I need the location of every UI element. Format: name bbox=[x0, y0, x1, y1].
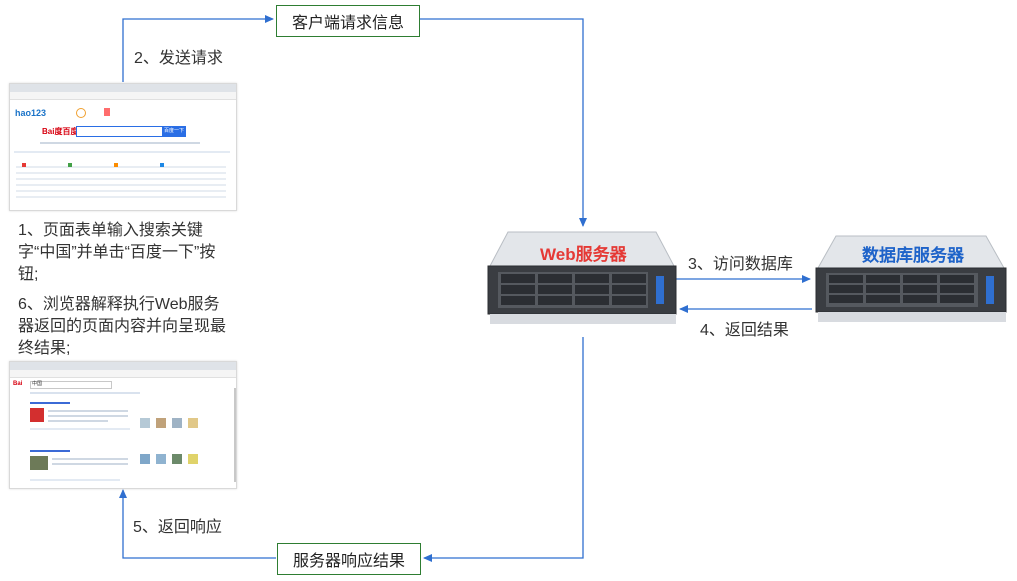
step-return-result: 4、返回结果 bbox=[700, 322, 789, 339]
site-links-grid bbox=[16, 162, 226, 202]
database-server: 数据库服务器 bbox=[812, 232, 1008, 336]
result-image-thumb bbox=[30, 456, 48, 470]
result-query: 中国 bbox=[32, 381, 43, 387]
side-thumb bbox=[140, 418, 150, 428]
baidu-logo-small: Bai bbox=[13, 381, 23, 387]
client-request-label: 客户端请求信息 bbox=[291, 15, 404, 32]
server-response-box: 服务器响应结果 bbox=[277, 543, 421, 575]
server-response-label: 服务器响应结果 bbox=[292, 553, 405, 570]
site-icon bbox=[68, 163, 72, 167]
db-server-graphic bbox=[815, 235, 1007, 322]
baidu-logo: Bai度百度 bbox=[42, 127, 79, 136]
step6-description: 6、浏览器解释执行Web服务器返回的页面内容并向呈现最终结果; bbox=[18, 296, 227, 357]
arrow-web-to-response bbox=[423, 337, 584, 562]
scrollbar[interactable] bbox=[234, 388, 236, 482]
side-thumb bbox=[172, 454, 182, 464]
arrow-return-response bbox=[119, 489, 276, 559]
step-access-db: 3、访问数据库 bbox=[688, 256, 793, 273]
search-results-screenshot: Bai 中国 bbox=[9, 361, 237, 489]
side-thumb bbox=[156, 454, 166, 464]
weather-icon-2 bbox=[104, 108, 110, 116]
client-request-box: 客户端请求信息 bbox=[276, 5, 420, 37]
baidu-search-button[interactable]: 百度一下 bbox=[162, 126, 186, 137]
china-flag-thumb bbox=[30, 408, 44, 422]
side-thumb bbox=[188, 418, 198, 428]
web-server: Web服务器 bbox=[484, 226, 678, 336]
web-server-label: Web服务器 bbox=[540, 245, 627, 264]
arrow-request-to-web bbox=[420, 18, 587, 227]
web-server-title: Web服务器 bbox=[540, 240, 627, 265]
site-icon bbox=[160, 163, 164, 167]
arrow-send-request bbox=[122, 15, 274, 82]
step-return-response: 5、返回响应 bbox=[133, 519, 222, 536]
browser-home-screenshot: hao123 Bai度百度 百度一下 bbox=[9, 83, 237, 211]
site-icon bbox=[114, 163, 118, 167]
weather-icon bbox=[76, 108, 86, 118]
db-server-title: 数据库服务器 bbox=[862, 241, 964, 266]
step-send-request: 2、发送请求 bbox=[134, 50, 223, 67]
result-search-box[interactable] bbox=[30, 381, 112, 389]
site-icon bbox=[22, 163, 26, 167]
hao123-logo: hao123 bbox=[15, 108, 47, 118]
side-thumb bbox=[188, 454, 198, 464]
step1-description: 1、页面表单输入搜索关键字“中国”并单击“百度一下”按钮; bbox=[18, 222, 216, 283]
side-thumb bbox=[140, 454, 150, 464]
db-server-label: 数据库服务器 bbox=[862, 246, 964, 265]
side-thumb bbox=[172, 418, 182, 428]
web-server-graphic bbox=[487, 231, 677, 324]
side-thumb bbox=[156, 418, 166, 428]
search-box[interactable] bbox=[76, 126, 164, 137]
